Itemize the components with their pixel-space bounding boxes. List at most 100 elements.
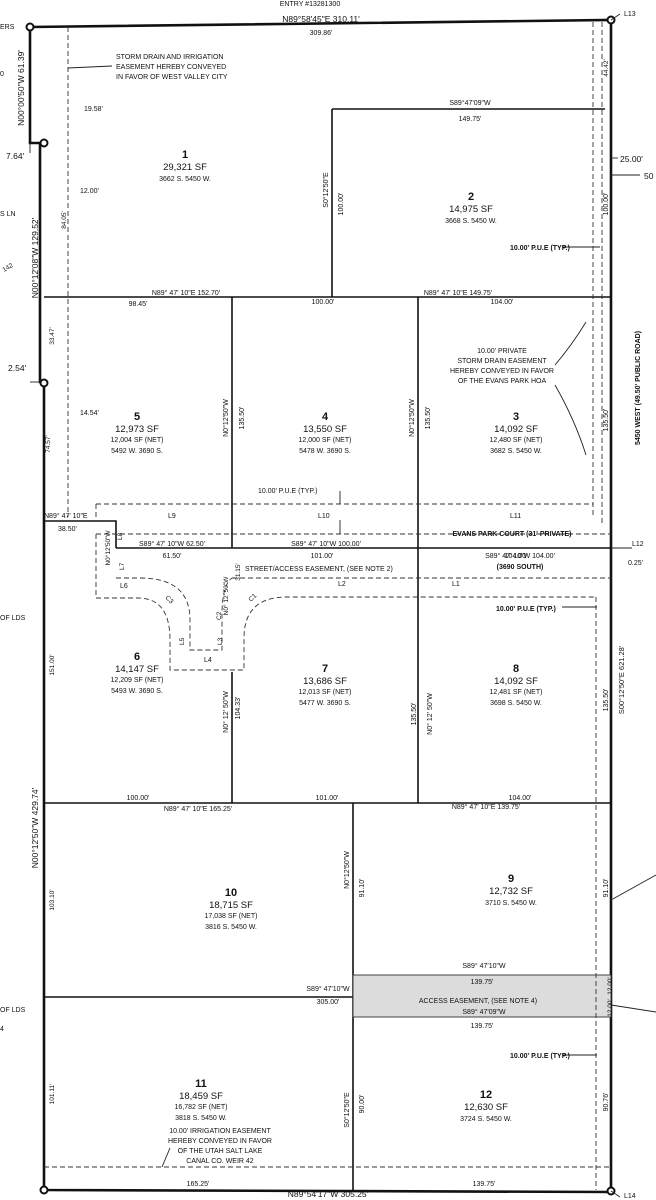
- dim-label: 104.00': [509, 795, 532, 802]
- lot-lines: [44, 108, 611, 1190]
- lot-number: 5: [134, 411, 140, 423]
- irrigation-note-line: CANAL CO. WEIR 42: [186, 1158, 254, 1165]
- lot-label-5: 5 12,973 SF 12,004 SF (NET) 5492 W. 3690…: [111, 411, 164, 455]
- curve-label: C3: [164, 594, 175, 605]
- line-label: L11: [510, 513, 521, 520]
- dim-label: 91.10': [603, 879, 610, 898]
- dim-label: 139.75': [471, 979, 494, 986]
- storm-drain-note-line: EASEMENT HEREBY CONVEYED: [116, 64, 226, 71]
- lot-net-area: 12,000 SF (NET): [299, 437, 352, 444]
- east-bearing: S00°12'50"E 621.28': [617, 645, 626, 714]
- frag-text: ERS: [0, 24, 15, 31]
- dim-label: 135.50': [425, 407, 432, 430]
- frag-text: 50: [644, 171, 654, 181]
- court-bearing: S89° 47' 10"W 104.00': [485, 552, 555, 560]
- lot-area: 18,459 SF: [179, 1091, 223, 1102]
- dim-label: N89° 47' 10"E 139.75': [452, 803, 520, 811]
- lot-area: 14,147 SF: [115, 664, 159, 675]
- lot-net-area: 17,038 SF (NET): [205, 913, 258, 920]
- dim-label: N0°12'50"W: [343, 851, 351, 889]
- lot-net-area: 12,209 SF (NET): [111, 677, 164, 684]
- line-label-l12: L12: [632, 541, 644, 548]
- dim-label: 100.00': [603, 193, 610, 216]
- lot-label-11: 11 18,459 SF 16,782 SF (NET) 3818 S. 545…: [175, 1078, 228, 1122]
- dim-label: 14.54': [80, 410, 99, 417]
- line-label: L1: [452, 581, 460, 588]
- lot-address: 3818 S. 5450 W.: [175, 1115, 227, 1122]
- access-easement-area: [352, 974, 612, 1018]
- line-label-l14: L14: [624, 1193, 636, 1200]
- south-bearing: N89°54'17"W 305.25': [288, 1189, 369, 1199]
- lot-net-area: 12,013 SF (NET): [299, 689, 352, 696]
- lot-net-area: 12,480 SF (NET): [490, 437, 543, 444]
- dim-label: 74.57': [45, 435, 52, 453]
- line-label: L9: [168, 513, 176, 520]
- line-label: L2: [338, 581, 346, 588]
- west-bearing-mid: N00°12'08"W 129.52': [30, 217, 40, 298]
- west-bearing-lower: N00°12'50"W 429.74': [30, 787, 40, 868]
- irrigation-note-line: 10.00' IRRIGATION EASEMENT: [169, 1128, 271, 1135]
- dim-label: 101.00': [311, 553, 334, 560]
- lot-address: 3816 S. 5450 W.: [205, 924, 257, 931]
- lot-address: 5478 W. 3690 S.: [299, 448, 351, 455]
- dim-label: 305.00': [317, 999, 340, 1006]
- public-road-label: 5450 WEST (49.50' PUBLIC ROAD): [635, 331, 642, 445]
- offset-2500: 25.00': [620, 154, 643, 164]
- lot-net-area: 12,481 SF (NET): [490, 689, 543, 696]
- dim-label: S89° 47'10"W: [306, 985, 350, 993]
- line-label: L7: [119, 562, 126, 570]
- dim-label: 12.00': [80, 188, 99, 195]
- dim-label: 38.50': [58, 526, 77, 533]
- lot-area: 12,630 SF: [464, 1102, 508, 1113]
- lot-number: 6: [134, 651, 140, 663]
- dim-label: S89° 47' 10"W 62.50': [139, 540, 205, 548]
- dim-label: 61.50': [163, 553, 182, 560]
- lot-number: 7: [322, 663, 328, 675]
- dim-label: N89° 47' 10"E 149.75': [424, 289, 492, 297]
- lot-label-8: 8 14,092 SF 12,481 SF (NET) 3698 S. 5450…: [490, 663, 543, 707]
- dim-label: 135.50': [239, 407, 246, 430]
- dim-label: 139.75': [471, 1023, 494, 1030]
- dim-label: N0° 12' 50"W: [222, 691, 230, 733]
- dim-label: 19.58': [84, 106, 103, 113]
- frag-text: OF LDS: [0, 615, 26, 622]
- irrigation-note-line: HEREBY CONVEYED IN FAVOR: [168, 1138, 272, 1145]
- dim-label: 100.00': [127, 795, 150, 802]
- lot-area: 14,975 SF: [449, 204, 493, 215]
- offset-254: 2.54': [8, 363, 27, 373]
- dim-label: 0.25': [628, 560, 643, 567]
- lot-area: 18,715 SF: [209, 900, 253, 911]
- irrigation-note-line: OF THE UTAH SALT LAKE: [178, 1148, 263, 1155]
- lot-label-1: 1 29,321 SF 3662 S. 5450 W.: [159, 149, 211, 183]
- lot-number: 1: [182, 149, 188, 161]
- lot-area: 12,973 SF: [115, 424, 159, 435]
- lot-address: 3662 S. 5450 W.: [159, 176, 211, 183]
- storm-drain-note-line: STORM DRAIN AND IRRIGATION: [116, 54, 223, 61]
- frag-text: OF LDS: [0, 1007, 26, 1014]
- lot-net-area: 16,782 SF (NET): [175, 1104, 228, 1111]
- dim-label: 135.50': [411, 703, 418, 726]
- line-label: L10: [318, 513, 330, 520]
- dim-label: N89° 47' 10"E 152.70': [152, 289, 220, 297]
- dim-label: 151.00': [49, 654, 56, 675]
- dim-label: 104.00': [505, 553, 528, 560]
- street-easement-note: STREET/ACCESS EASEMENT, (SEE NOTE 2): [245, 566, 393, 573]
- lot-number: 2: [468, 191, 474, 203]
- lot-label-9: 9 12,732 SF 3710 S. 5450 W.: [485, 873, 537, 907]
- lot-label-4: 4 13,550 SF 12,000 SF (NET) 5478 W. 3690…: [299, 411, 352, 455]
- lot-address: 3710 S. 5450 W.: [485, 900, 537, 907]
- dim-label: S89° 47' 10"W 100.00': [291, 540, 361, 548]
- private-storm-note-line: STORM DRAIN EASEMENT: [457, 358, 547, 365]
- lot-address: 3668 S. 5450 W.: [445, 218, 497, 225]
- curve-label: C2: [216, 611, 223, 620]
- frag-text: 142: [2, 262, 15, 274]
- frag-text: 0: [0, 71, 4, 78]
- lot-number: 4: [322, 411, 329, 423]
- lot-number: 12: [480, 1089, 492, 1101]
- court-south: (3690 SOUTH): [497, 564, 544, 571]
- dim-label: 90.00': [359, 1095, 366, 1114]
- frag-text: 4: [0, 1026, 4, 1033]
- lot-label-2: 2 14,975 SF 3668 S. 5450 W.: [445, 191, 497, 225]
- dim-label: 44.42': [603, 59, 610, 77]
